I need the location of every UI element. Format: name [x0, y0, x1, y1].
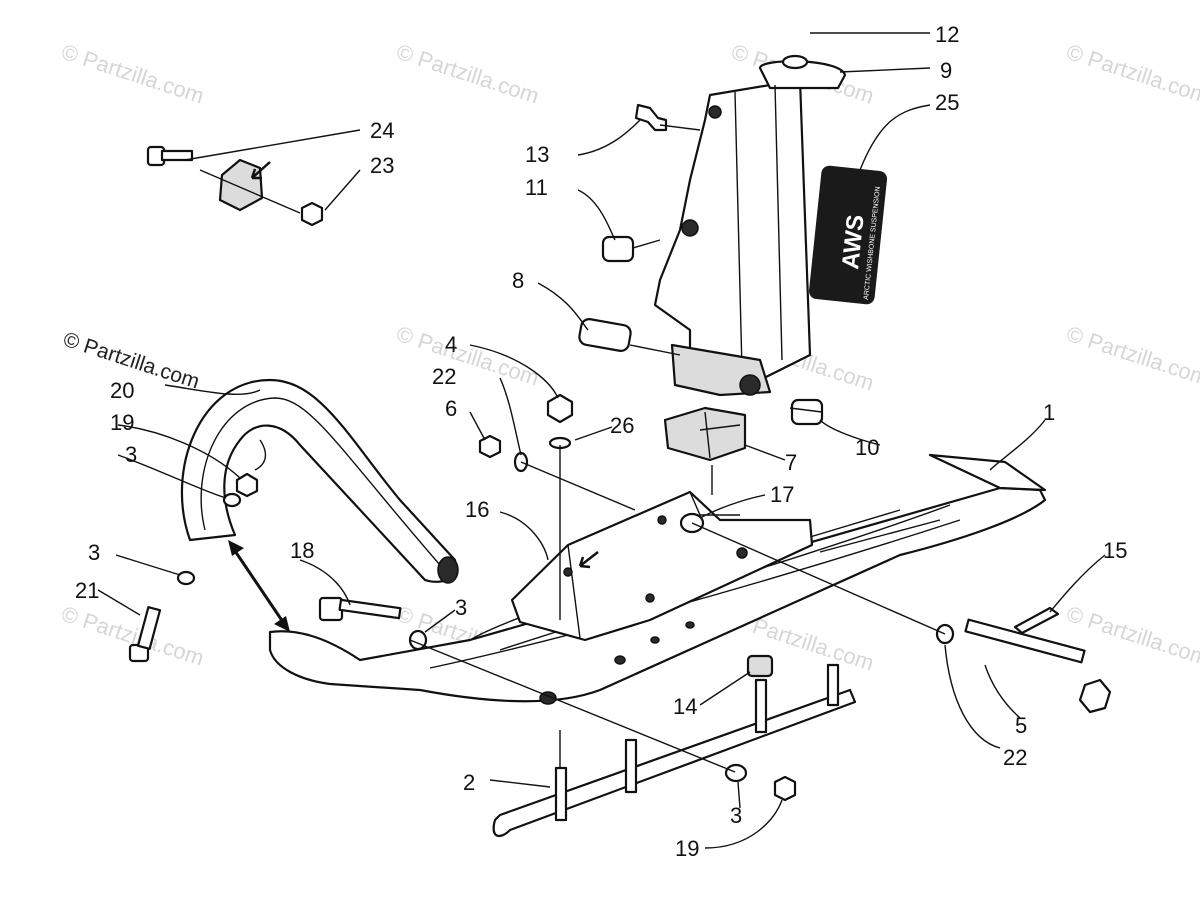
bolt-24-assembly: [146, 145, 324, 227]
callout-label: 6: [445, 396, 457, 421]
callout-label: 22: [1003, 745, 1027, 770]
callout-label: 20: [110, 378, 134, 403]
callout-label: 11: [525, 175, 548, 200]
bushing-8: [578, 318, 632, 352]
callout-label: 14: [673, 694, 697, 719]
spindle: [653, 54, 847, 397]
aws-decal: AWS ARCTIC WISHBONE SUSPENSION: [808, 165, 888, 305]
watermark: © Partzilla.com: [1063, 39, 1200, 109]
callout-label: 7: [785, 450, 797, 475]
callout-label: 19: [675, 836, 699, 861]
callout-label: 9: [940, 58, 952, 83]
cotter-pin-15: [1013, 606, 1060, 635]
watermark: © Partzilla.com: [1063, 601, 1200, 671]
bolt-18: [318, 596, 402, 622]
double-arrow: [228, 540, 290, 632]
callout-label: 22: [432, 364, 456, 389]
watermark: © Partzilla.com: [1063, 321, 1200, 391]
watermark: © Partzilla.com: [58, 39, 207, 109]
bolt-21: [128, 606, 162, 663]
stud-14: [746, 654, 774, 678]
bushing-11: [601, 235, 635, 263]
washer-3b: [176, 570, 196, 586]
callout-label: 21: [75, 578, 99, 603]
bolt-5: [964, 618, 1112, 714]
callout-label: 15: [1103, 538, 1127, 563]
callout-label: 3: [455, 595, 467, 620]
callout-label: 1: [1043, 400, 1055, 425]
washer-3a: [222, 492, 242, 508]
watermark: © Partzilla.com: [393, 321, 542, 391]
callout-label: 19: [110, 410, 134, 435]
callout-label: 17: [770, 482, 794, 507]
callout-label: 4: [445, 332, 457, 357]
callout-label: 24: [370, 118, 394, 143]
leader-lines: [97, 32, 1106, 849]
washer-3d: [724, 763, 748, 783]
callout-label: 25: [935, 90, 959, 115]
decal-logo: AWS: [837, 213, 870, 270]
nut-6: [478, 434, 502, 459]
washer-3c: [408, 629, 428, 651]
nut-19a: [235, 472, 259, 498]
ski-saddle: [510, 490, 814, 642]
wear-block: [663, 406, 747, 462]
callout-label: 12: [935, 22, 959, 47]
callout-label: 13: [525, 142, 549, 167]
callout-label: 3: [730, 803, 742, 828]
callout-label: 26: [610, 413, 634, 438]
grease-fitting: [634, 103, 668, 132]
callout-label: 3: [88, 540, 100, 565]
callout-label: 23: [370, 153, 394, 178]
callout-labels: 12 9 25 13 11 24 23 8 4 22 6 26 10 1 7 1…: [75, 22, 1127, 861]
wear-bar: [492, 663, 857, 838]
callout-label: 3: [125, 442, 137, 467]
callout-label: 8: [512, 268, 524, 293]
callout-label: 10: [855, 435, 879, 460]
callout-label: 5: [1015, 713, 1027, 738]
callout-label: 16: [465, 497, 489, 522]
callout-label: 2: [463, 770, 475, 795]
nut-4: [546, 393, 574, 424]
nut-19b: [773, 775, 797, 802]
ski-loop-handle: [181, 378, 459, 584]
watermark: © Partzilla.com: [393, 39, 542, 109]
callout-label: 18: [290, 538, 314, 563]
